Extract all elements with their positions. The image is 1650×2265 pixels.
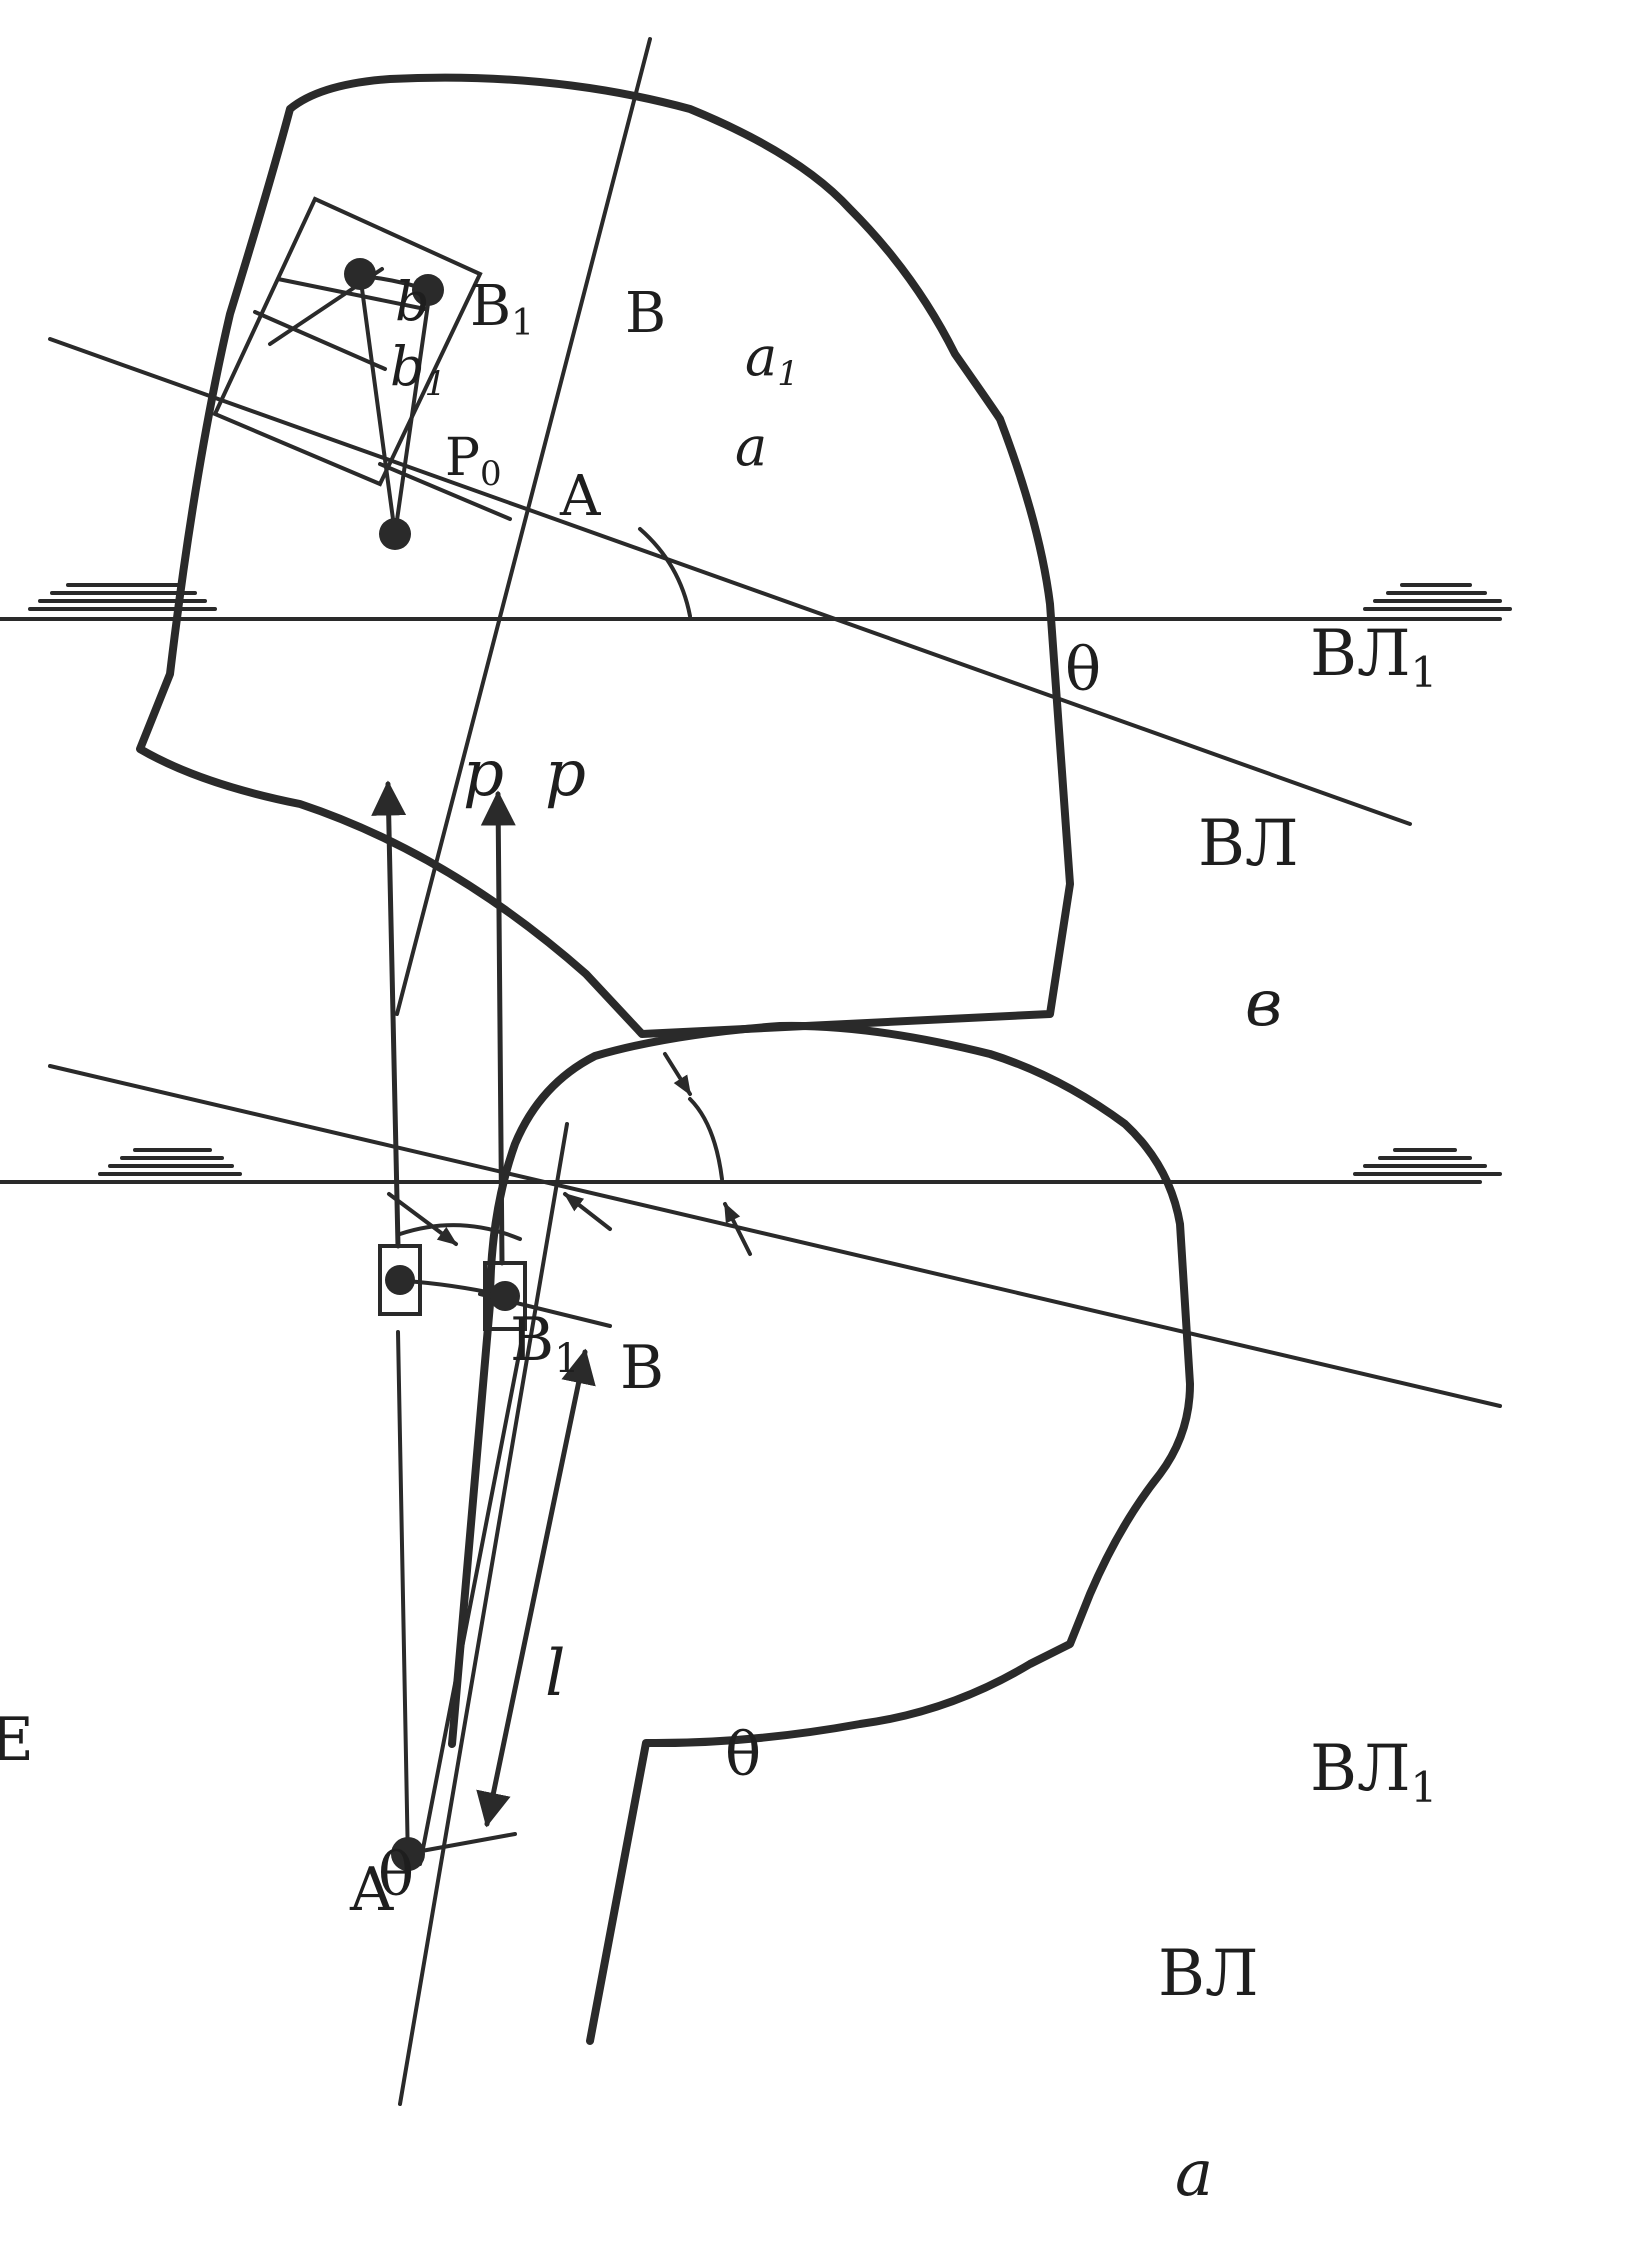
- inset-a-label: a: [735, 415, 767, 478]
- point-a-dot-tilted: [379, 518, 411, 550]
- length-l-label: l: [545, 1637, 565, 1711]
- point-b-label: B: [620, 1333, 664, 1403]
- segment-a-b: [393, 288, 432, 536]
- sea-surface-right-tilted: [28, 583, 217, 611]
- inset-frame: [212, 196, 483, 487]
- angle-arc-tilted: [638, 527, 692, 618]
- ship-section-outline-tilted: [136, 73, 1074, 1038]
- force-p-1-arrow: [480, 790, 516, 1266]
- inset-b1-label: b1: [390, 335, 446, 404]
- force-p-2-arrow: [371, 780, 407, 1249]
- inset-a1-label: a1: [745, 325, 799, 394]
- angle-theta-bottom-label: θ: [378, 1840, 414, 1910]
- panel-b: в ВЛ ВЛ1 θ A B B1 P0 a a1 b b1: [0, 37, 1512, 1041]
- inset-point-b-label: B: [625, 281, 666, 346]
- waterline-vl-tilted-label: ВЛ: [1198, 807, 1298, 881]
- inset-point-a-label: A: [559, 464, 601, 529]
- angle-arc-bottom: [398, 1223, 522, 1241]
- inset-p0-label: P0: [445, 428, 502, 494]
- point-b-dot-tilted: [412, 274, 444, 306]
- length-dimension-arrow: [476, 1348, 596, 1828]
- inset-line-a: [378, 462, 512, 521]
- point-a-label: A: [349, 1855, 394, 1925]
- point-b1-dot: [385, 1265, 415, 1295]
- point-b1-label: B1: [510, 1305, 580, 1382]
- force-p-2-label: p: [545, 737, 586, 811]
- sea-surface-left: [1353, 1148, 1502, 1176]
- sea-surface-right: [98, 1148, 242, 1176]
- waterline-vl1-label: ВЛ1: [1310, 1732, 1437, 1812]
- force-p-1-label: p: [463, 737, 504, 811]
- angle-theta-right-label: θ: [725, 1720, 761, 1790]
- segment-a-b1: [358, 272, 397, 536]
- angle-arc-right: [688, 1097, 724, 1181]
- centre-plane-tilted: [395, 37, 652, 1016]
- angle-theta-tilted-label: θ: [1065, 635, 1101, 705]
- waterline-vl: [48, 1064, 1502, 1408]
- panel-b-label: в: [1245, 967, 1282, 1041]
- waterline-vl1-tilted-label: ВЛ1: [1310, 617, 1437, 697]
- inset-b-label: b: [395, 270, 430, 333]
- inset-line-b: [253, 310, 387, 371]
- point-b-dot: [490, 1281, 520, 1311]
- figure-rotated: а ВЛ ВЛ1 θ θ A B B1 l p p Е: [0, 37, 1512, 2211]
- sea-surface-left-tilted: [1363, 583, 1512, 611]
- point-b-box: [483, 1261, 527, 1331]
- clipped-left-label: Е: [0, 1705, 34, 1775]
- panel-a-label: а: [1175, 2137, 1213, 2211]
- panel-a: а ВЛ ВЛ1 θ θ A B B1 l p p Е: [0, 737, 1502, 2211]
- point-a-dot: [391, 1837, 425, 1871]
- ship-section-outline: [448, 1021, 1194, 2045]
- inset-point-b1-label: B1: [470, 274, 534, 344]
- waterline-vl-label: ВЛ: [1158, 1937, 1258, 2011]
- vertical-a-b1: [396, 1330, 410, 1866]
- lever-a-b: [418, 1337, 524, 1866]
- inset-line-b1: [276, 277, 427, 311]
- waterline-vl-tilted: [48, 337, 1412, 826]
- point-b1-dot-tilted: [344, 258, 376, 290]
